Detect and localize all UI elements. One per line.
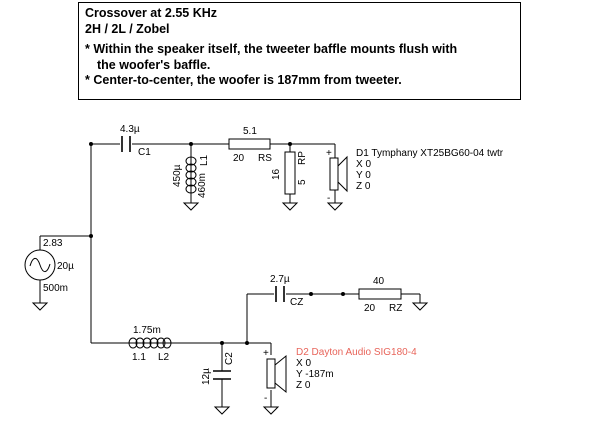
woofer-y: Y -187m [296,369,334,380]
rz-value: 40 [373,276,385,287]
tweeter-minus: - [327,193,330,204]
rz-name: RZ [389,303,402,314]
tweeter-d1: + - D1 Tymphany XT25BG60-04 twtr X 0 Y 0… [326,148,504,204]
rs-name: RS [258,153,272,164]
rs-secondary: 20 [233,153,245,164]
c2-value: 12µ [201,368,212,385]
junction-dots [89,142,345,345]
c1-name: C1 [138,147,151,158]
ground-symbols [31,202,429,415]
ground-icon [31,302,49,311]
ground-icon [411,302,429,311]
ground-icon [182,202,200,211]
l2-value: 1.75m [133,325,161,336]
tweeter-x: X 0 [356,159,371,170]
wires [39,143,421,407]
l1-resistance: 460m [197,173,208,198]
woofer-label: D2 Dayton Audio SIG180-4 [296,347,417,358]
rp-name: RP [297,151,308,165]
note-baffle-line1: * Within the speaker itself, the tweeter… [85,42,458,56]
tweeter-label: D1 Tymphany XT25BG60-04 twtr [356,148,504,159]
source-voltage: 2.83 [43,238,63,249]
note-baffle-line2: the woofer's baffle. [97,57,211,72]
source-resistance: 20µ [57,261,74,272]
c1-value: 4.3µ [120,124,140,135]
notes-subtitle: 2H / 2L / Zobel [85,21,170,36]
notes-box: Crossover at 2.55 KHz 2H / 2L / Zobel * … [78,2,521,100]
l1-value: 450µ [172,164,183,187]
tweeter-plus: + [326,148,332,159]
resistor-rs: 5.1 20 RS [228,126,272,164]
woofer-d2: + - D2 Dayton Audio SIG180-4 X 0 Y -187m… [263,347,417,404]
resistor-rz: 40 20 RZ [358,276,402,314]
tweeter-y: Y 0 [356,170,371,181]
c2-name: C2 [224,352,235,365]
l2-resistance: 1.1 [132,352,146,363]
voltage-source: 2.83 20µ 500m [24,238,74,294]
l2-name: L2 [158,352,170,363]
l1-name: L1 [199,154,210,166]
rz-secondary: 20 [364,303,376,314]
capacitor-c1: 4.3µ C1 [120,124,151,158]
rs-value: 5.1 [243,126,257,137]
cz-value: 2.7µ [270,274,290,285]
cz-name: CZ [290,297,303,308]
ground-icon [262,406,280,415]
capacitor-c2: 12µ C2 [201,352,235,385]
note-center-distance: * Center-to-center, the woofer is 187mm … [85,73,402,87]
notes-title: Crossover at 2.55 KHz [85,6,218,20]
ground-icon [281,202,299,211]
rp-secondary: 5 [297,179,308,185]
ground-icon [213,406,231,415]
woofer-z: Z 0 [296,380,311,391]
tweeter-z: Z 0 [356,181,371,192]
inductor-l1: 450µ 460m L1 [172,154,210,198]
resistor-rp: 16 5 RP [271,151,308,195]
inductor-l2: 1.75m 1.1 L2 [127,325,172,363]
capacitor-cz: 2.7µ CZ [270,274,303,308]
source-impedance: 500m [43,283,68,294]
woofer-minus: - [264,393,267,404]
woofer-x: X 0 [296,358,311,369]
rp-value: 16 [271,168,282,180]
ground-icon [326,202,344,211]
woofer-plus: + [263,348,269,359]
